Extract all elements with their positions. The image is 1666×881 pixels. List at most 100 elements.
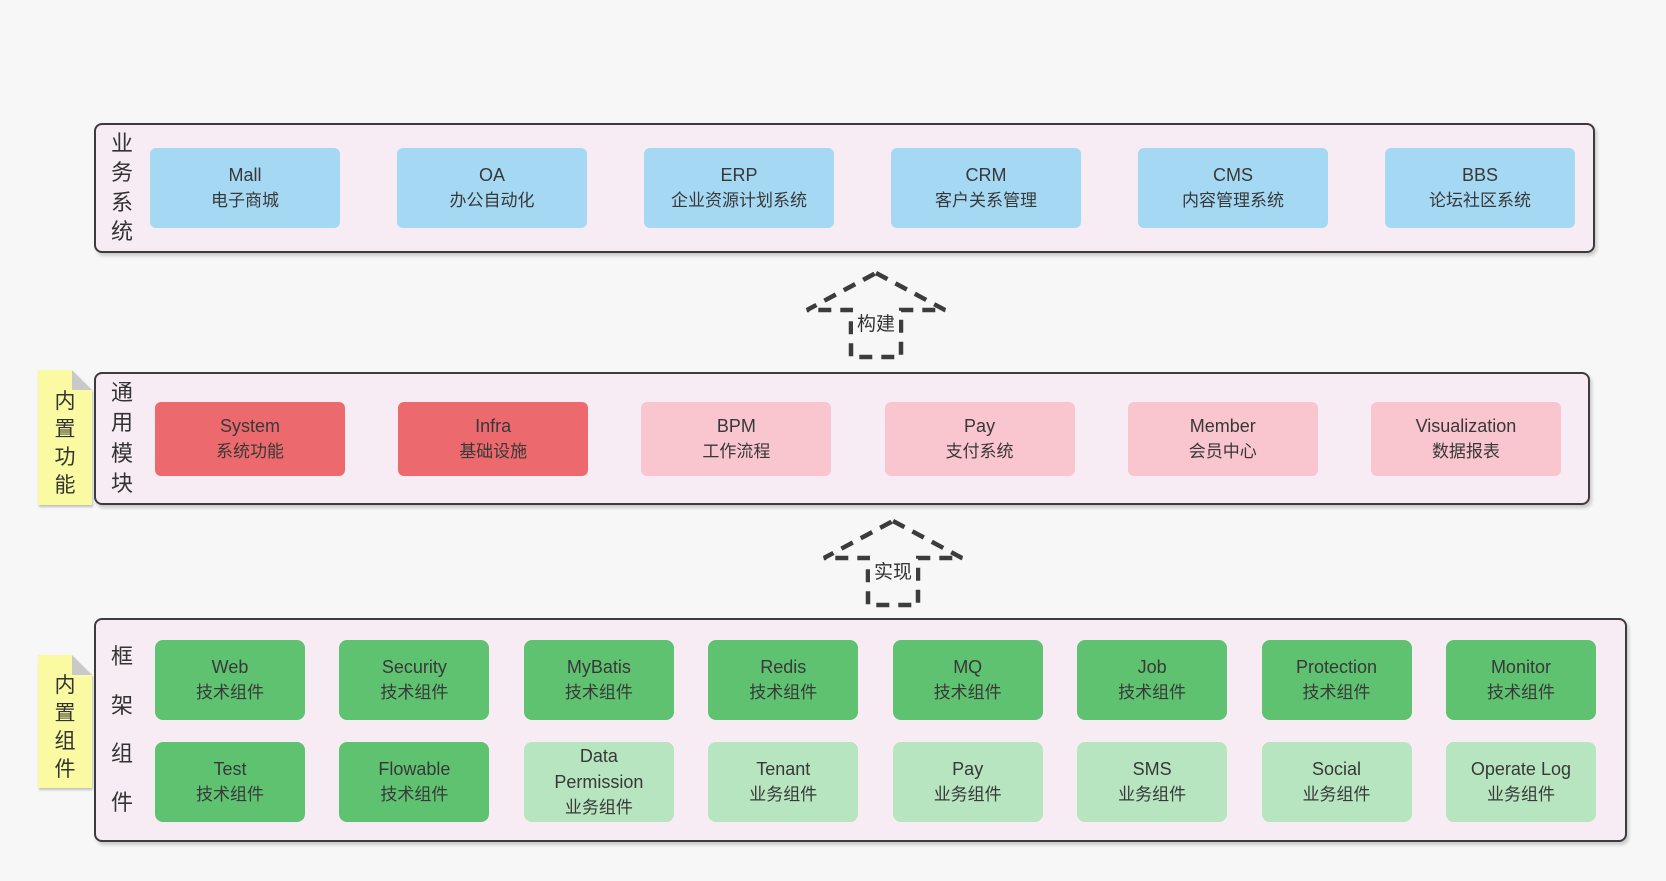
- box-subtitle: 技术组件: [196, 785, 264, 804]
- system-box: BBS 论坛社区系统: [1385, 148, 1575, 228]
- box-subtitle: 技术组件: [749, 683, 818, 702]
- box-subtitle: 业务组件: [933, 785, 1002, 804]
- box-title: Infra: [475, 415, 512, 436]
- band-label-business-systems: 业务系统: [110, 130, 133, 245]
- box-title: Pay: [964, 415, 996, 436]
- module-box: Visualization 数据报表: [1370, 401, 1561, 476]
- module-box: Member 会员中心: [1127, 401, 1318, 476]
- box-title: Pay: [952, 759, 984, 779]
- component-box: Tenant 业务组件: [708, 742, 859, 822]
- box-title: Protection: [1296, 657, 1378, 677]
- box-title: BPM: [716, 415, 756, 436]
- box-title: CRM: [965, 165, 1007, 185]
- box-title: Monitor: [1490, 657, 1551, 677]
- box-title: Mall: [228, 165, 262, 185]
- business-system-boxes: Mall 电子商城 OA 办公自动化 ERP 企业资源计划系统 CRM 客户关系…: [150, 125, 1575, 251]
- box-subtitle: 企业资源计划系统: [671, 191, 807, 210]
- framework-row-2: Test 技术组件 Flowable 技术组件 Data Permission …: [155, 742, 1596, 822]
- framework-rows: Web 技术组件 Security 技术组件 MyBatis 技术组件 Redi…: [155, 640, 1596, 822]
- arrow-implement: 实现: [821, 518, 965, 608]
- box-subtitle: 办公自动化: [449, 191, 535, 210]
- module-box: BPM 工作流程: [641, 401, 832, 476]
- box-subtitle: 技术组件: [380, 785, 449, 804]
- box-subtitle: 技术组件: [1486, 683, 1555, 702]
- sticky-label: 内置组件: [54, 674, 76, 781]
- component-box: Web 技术组件: [155, 640, 305, 720]
- system-box: Mall 电子商城: [150, 148, 340, 228]
- box-subtitle: 技术组件: [564, 683, 633, 702]
- band-common-modules: 通用模块 System 系统功能 Infra 基础设施 BPM 工作流程 Pay…: [94, 372, 1590, 505]
- component-box: Data Permission 业务组件: [523, 742, 674, 822]
- sticky-note-builtin-components: 内置组件: [38, 655, 92, 788]
- band-framework-components: 框架组件 Web 技术组件 Security 技术组件 MyBatis 技术组件…: [94, 618, 1627, 842]
- system-box: CRM 客户关系管理: [891, 148, 1081, 228]
- framework-row-1: Web 技术组件 Security 技术组件 MyBatis 技术组件 Redi…: [155, 640, 1596, 720]
- box-title: MyBatis: [566, 657, 631, 677]
- box-title: MQ: [953, 657, 983, 677]
- box-subtitle: 业务组件: [1302, 785, 1371, 804]
- box-subtitle: 工作流程: [702, 441, 771, 461]
- box-title: Job: [1137, 657, 1167, 677]
- box-subtitle: 业务组件: [1486, 785, 1555, 804]
- component-box: Pay 业务组件: [892, 742, 1043, 822]
- module-box: System 系统功能: [155, 401, 345, 476]
- common-module-boxes: System 系统功能 Infra 基础设施 BPM 工作流程 Pay 支付系统…: [155, 374, 1561, 503]
- box-subtitle: 数据报表: [1431, 441, 1500, 461]
- component-box: Security 技术组件: [339, 640, 490, 720]
- band-business-systems: 业务系统 Mall 电子商城 OA 办公自动化 ERP 企业资源计划系统 CRM…: [94, 123, 1595, 253]
- box-subtitle: 电子商城: [211, 191, 279, 210]
- box-title: Flowable: [378, 759, 451, 779]
- box-title: Data Permission: [554, 746, 644, 792]
- component-box: Test 技术组件: [155, 742, 305, 822]
- box-title: SMS: [1132, 759, 1172, 779]
- box-subtitle: 论坛社区系统: [1429, 191, 1531, 210]
- box-subtitle: 业务组件: [1118, 785, 1187, 804]
- box-subtitle: 客户关系管理: [935, 191, 1037, 210]
- module-box: Infra 基础设施: [398, 401, 589, 476]
- component-box: MQ 技术组件: [892, 640, 1043, 720]
- module-box: Pay 支付系统: [884, 401, 1075, 476]
- box-subtitle: 技术组件: [1118, 683, 1187, 702]
- box-subtitle: 技术组件: [380, 683, 449, 702]
- band-label-common-modules: 通用模块: [110, 380, 133, 496]
- box-subtitle: 内容管理系统: [1182, 191, 1284, 210]
- box-subtitle: 技术组件: [1302, 683, 1371, 702]
- arrow-implement-label: 实现: [869, 556, 917, 585]
- box-title: System: [219, 415, 280, 436]
- component-box: Redis 技术组件: [708, 640, 859, 720]
- box-title: Member: [1189, 415, 1256, 436]
- box-title: Redis: [760, 657, 807, 677]
- component-box: Monitor 技术组件: [1445, 640, 1596, 720]
- component-box: MyBatis 技术组件: [523, 640, 674, 720]
- box-title: Test: [213, 759, 247, 779]
- box-title: Security: [381, 657, 447, 677]
- component-box: Social 业务组件: [1261, 742, 1412, 822]
- component-box: Flowable 技术组件: [339, 742, 490, 822]
- component-box: SMS 业务组件: [1077, 742, 1228, 822]
- system-box: OA 办公自动化: [397, 148, 587, 228]
- component-box: Operate Log 业务组件: [1445, 742, 1596, 822]
- box-subtitle: 业务组件: [564, 798, 633, 817]
- arrow-build: 构建: [804, 270, 948, 360]
- box-title: Web: [211, 657, 249, 677]
- box-subtitle: 基础设施: [459, 441, 528, 461]
- box-title: CMS: [1213, 165, 1253, 185]
- box-title: ERP: [720, 165, 758, 185]
- box-title: Visualization: [1415, 415, 1517, 436]
- box-subtitle: 支付系统: [945, 441, 1014, 461]
- box-subtitle: 会员中心: [1188, 441, 1257, 461]
- box-subtitle: 系统功能: [216, 441, 284, 461]
- component-box: Job 技术组件: [1077, 640, 1228, 720]
- sticky-label: 内置功能: [54, 390, 76, 497]
- sticky-note-builtin-features: 内置功能: [38, 370, 92, 505]
- box-title: Operate Log: [1470, 759, 1571, 779]
- sticky-note: 内置组件: [38, 655, 92, 788]
- band-label-framework-components: 框架组件: [110, 644, 133, 815]
- box-title: OA: [478, 165, 505, 185]
- box-title: BBS: [1461, 165, 1499, 185]
- box-title: Social: [1312, 759, 1362, 779]
- box-subtitle: 技术组件: [196, 683, 264, 702]
- box-title: Tenant: [756, 759, 811, 779]
- box-subtitle: 业务组件: [749, 785, 818, 804]
- box-subtitle: 技术组件: [933, 683, 1002, 702]
